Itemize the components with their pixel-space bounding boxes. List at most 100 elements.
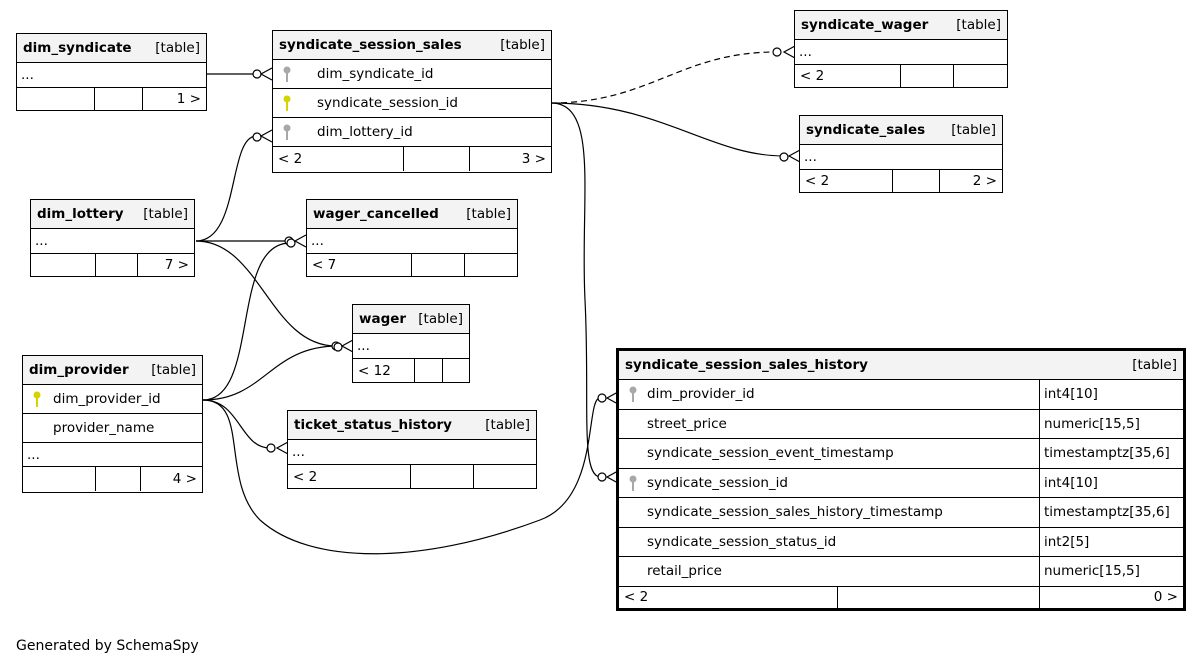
- table-header: dim_provider [table]: [23, 356, 202, 385]
- children-count: 1 >: [142, 88, 206, 110]
- table-ticket-status-history[interactable]: ticket_status_history[table] ... < 2: [287, 410, 537, 489]
- column-row[interactable]: dim_provider_id: [23, 385, 202, 414]
- table-name: syndicate_sales: [806, 122, 926, 138]
- table-header: wager [table]: [353, 305, 469, 334]
- column-type: numeric[15,5]: [1039, 557, 1183, 586]
- table-footer: 7 >: [31, 254, 194, 276]
- column-row[interactable]: provider_name: [23, 414, 202, 443]
- table-footer: < 2: [795, 65, 1007, 87]
- table-wager[interactable]: wager [table] ... < 12: [352, 304, 470, 383]
- parents-count: [31, 254, 95, 276]
- footer-spacer: [837, 586, 1039, 608]
- table-header: syndicate_sales[table]: [800, 116, 1002, 145]
- column-name: dim_provider_id: [647, 386, 755, 403]
- table-header: syndicate_session_sales_history[table]: [619, 351, 1183, 380]
- edge-dim-provider-to-ticket-status: [202, 399, 271, 449]
- table-type: [table]: [143, 206, 188, 222]
- table-wager-cancelled[interactable]: wager_cancelled [table] ... < 7: [306, 199, 518, 277]
- table-syndicate-wager[interactable]: syndicate_wager[table] ... < 2: [794, 10, 1008, 88]
- column-row[interactable]: dim_syndicate_id: [273, 60, 551, 89]
- table-name: syndicate_session_sales_history: [625, 357, 868, 373]
- table-footer: < 2 0 >: [619, 586, 1183, 608]
- footer-spacer: [900, 65, 953, 87]
- crows-foot-markers: [252, 45, 801, 484]
- edge-session-sales-to-history: [550, 102, 601, 478]
- table-dim-lottery[interactable]: dim_lottery [table] ... 7 >: [30, 199, 195, 277]
- edge-session-sales-to-syndicate-wager: [550, 51, 777, 104]
- edge-dim-lottery-to-wager: [195, 240, 337, 347]
- footer-spacer: [403, 147, 469, 171]
- parents-count: < 2: [624, 589, 649, 605]
- table-type: [table]: [466, 206, 511, 222]
- edge-session-sales-to-syndicate-sales: [550, 102, 785, 157]
- table-name: dim_provider: [29, 362, 129, 378]
- table-name: wager_cancelled: [313, 206, 439, 222]
- table-dim-syndicate[interactable]: dim_syndicate[table] ... 1 >: [16, 33, 207, 111]
- foreign-key-icon: [273, 123, 301, 141]
- table-dim-provider[interactable]: dim_provider [table] dim_provider_id prov…: [22, 355, 203, 493]
- column-ellipsis: ...: [307, 229, 517, 254]
- table-type: [table]: [418, 311, 463, 327]
- footer-spacer: [95, 467, 140, 491]
- table-syndicate-sales[interactable]: syndicate_sales[table] ... < 2 2 >: [799, 115, 1003, 193]
- children-count: 2 >: [939, 170, 1002, 192]
- table-footer: < 12: [353, 359, 469, 382]
- footer-spacer: [414, 359, 442, 382]
- footer-spacer: [892, 170, 939, 192]
- table-header: syndicate_session_sales [table]: [273, 31, 551, 60]
- column-name: syndicate_session_event_timestamp: [647, 445, 894, 462]
- children-count: 4 >: [140, 467, 202, 491]
- children-count: [473, 465, 536, 488]
- table-type: [table]: [155, 40, 200, 56]
- edge-dim-provider-to-wager-cancelled: [202, 242, 291, 401]
- column-ellipsis: ...: [353, 334, 469, 359]
- column-ellipsis: ...: [288, 440, 536, 465]
- column-name: syndicate_session_id: [647, 474, 788, 491]
- table-type: [table]: [485, 417, 530, 433]
- footer-spacer: [95, 254, 137, 276]
- column-row[interactable]: retail_price numeric[15,5]: [619, 557, 1183, 587]
- table-name: dim_lottery: [37, 206, 124, 222]
- parents-count: < 2: [293, 468, 318, 485]
- footer-spacer: [94, 88, 142, 110]
- table-syndicate-session-sales[interactable]: syndicate_session_sales [table] dim_syndi…: [272, 30, 552, 173]
- table-header: syndicate_wager[table]: [795, 11, 1007, 40]
- column-ellipsis: ...: [31, 229, 194, 254]
- children-count: 0 >: [1039, 586, 1183, 608]
- children-count: 3 >: [469, 147, 551, 171]
- column-name: provider_name: [53, 420, 155, 436]
- table-header: dim_lottery [table]: [31, 200, 194, 229]
- column-row[interactable]: syndicate_session_sales_history_timestam…: [619, 498, 1183, 528]
- column-row[interactable]: dim_lottery_id: [273, 118, 551, 147]
- column-row[interactable]: street_price numeric[15,5]: [619, 409, 1183, 439]
- children-count: 7 >: [137, 254, 194, 276]
- footer-spacer: [411, 254, 464, 276]
- column-row[interactable]: dim_provider_id int4[10]: [619, 380, 1183, 410]
- parents-count: [23, 467, 95, 491]
- table-type: [table]: [151, 362, 196, 378]
- column-type: timestamptz[35,6]: [1039, 439, 1183, 468]
- generated-by-label: Generated by SchemaSpy: [16, 638, 199, 654]
- table-name: syndicate_session_sales: [279, 37, 462, 53]
- column-type: numeric[15,5]: [1039, 409, 1183, 438]
- table-footer: < 2: [288, 465, 536, 488]
- table-syndicate-session-sales-history[interactable]: syndicate_session_sales_history[table] d…: [616, 348, 1186, 611]
- table-footer: < 7: [307, 254, 517, 276]
- parents-count: < 12: [358, 362, 391, 379]
- column-name: syndicate_session_status_id: [647, 533, 837, 550]
- column-type: timestamptz[35,6]: [1039, 498, 1183, 527]
- table-footer: < 2 3 >: [273, 147, 551, 171]
- table-type: [table]: [500, 37, 545, 53]
- foreign-key-icon: [619, 385, 647, 403]
- table-header: wager_cancelled [table]: [307, 200, 517, 229]
- children-count: [953, 65, 1007, 87]
- edge-dim-lottery-to-session-sales: [195, 135, 257, 242]
- column-row[interactable]: syndicate_session_status_id int2[5]: [619, 527, 1183, 557]
- column-row[interactable]: syndicate_session_id int4[10]: [619, 468, 1183, 498]
- table-name: wager: [359, 311, 407, 327]
- table-footer: 1 >: [17, 88, 206, 110]
- table-header: dim_syndicate[table]: [17, 34, 206, 63]
- column-row[interactable]: syndicate_session_id: [273, 89, 551, 118]
- column-row[interactable]: syndicate_session_event_timestamp timest…: [619, 439, 1183, 469]
